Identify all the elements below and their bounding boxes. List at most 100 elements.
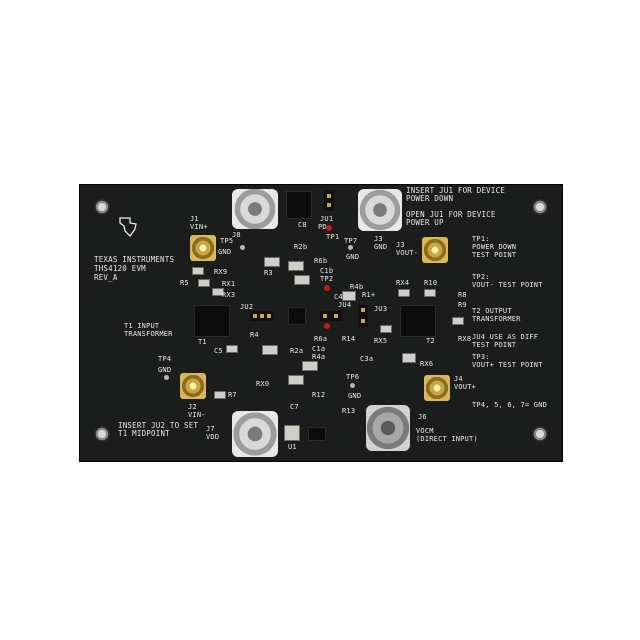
tp3-description: TP3: VOUT+ TEST POINT	[472, 353, 543, 369]
c5-label: C5	[214, 347, 223, 355]
rx4-label: RX4	[396, 279, 410, 287]
tp-gnd-note: TP4, 5, 6, 7= GND	[472, 401, 548, 409]
t1-transformer	[194, 305, 230, 337]
tp5-gnd-label: GND	[218, 248, 232, 256]
r4b-label: R4b	[350, 283, 364, 291]
rx8-label: RX8	[458, 335, 472, 343]
tp7-gnd-label: GND	[346, 253, 360, 261]
tp5-label: TP5	[220, 237, 234, 245]
ju4-description: JU4 USE AS DIFF TEST POINT	[472, 333, 539, 349]
c7-capacitor	[284, 425, 300, 441]
r4b-resistor	[342, 291, 356, 301]
tp2-test-point	[324, 285, 330, 291]
rx9-label: RX9	[214, 268, 228, 276]
tp7-label: TP7	[344, 237, 358, 245]
r2b-resistor	[288, 261, 304, 271]
open-ju1-note: OPEN JU1 FOR DEVICE POWER UP	[406, 210, 496, 227]
ju2-jumper	[250, 311, 274, 321]
c3a-label: C3a	[360, 355, 374, 363]
rx9-resistor	[192, 267, 204, 275]
j1-label: J1 VIN+	[190, 215, 208, 231]
rx1-resistor	[212, 288, 224, 296]
r13-label: R13	[342, 407, 356, 415]
tp7-test-point	[348, 245, 353, 250]
r3-resistor	[264, 257, 280, 267]
mounting-hole-top-right	[532, 199, 548, 215]
tp4-label: TP4	[158, 355, 172, 363]
c8-capacitor	[286, 191, 312, 219]
rx1-label: RX1	[222, 280, 236, 288]
r4-resistor	[262, 345, 278, 355]
tp6-label: TP6	[346, 373, 360, 381]
tp5-test-point	[240, 245, 245, 250]
r4a-resistor	[288, 375, 304, 385]
tp6-test-point	[350, 383, 355, 388]
tp1-description: TP1: POWER DOWN TEST POINT	[472, 235, 517, 259]
j2-label: J2 VIN-	[188, 403, 206, 419]
t2-label: T2	[426, 337, 435, 345]
j3-vout-label: J3 VOUT-	[396, 241, 419, 257]
r2a-label: R2a	[290, 347, 304, 355]
r3-label: R3	[264, 269, 273, 277]
u1-regulator	[308, 427, 326, 441]
tp6-gnd-label: GND	[348, 392, 362, 400]
j2-sma-connector	[180, 373, 206, 399]
mounting-hole-bottom-left	[94, 426, 110, 442]
ju4-jumper	[320, 311, 342, 321]
rx5-label: RX5	[374, 337, 388, 345]
r5-resistor	[198, 279, 210, 287]
pd-label: PD	[318, 223, 327, 231]
board-model-label: THS4120 EVM	[94, 264, 146, 273]
j6-label: J6	[418, 413, 427, 421]
insert-ju1-note: INSERT JU1 FOR DEVICE POWER DOWN	[406, 186, 506, 203]
r7-label: R7	[228, 391, 237, 399]
r7-resistor	[214, 391, 226, 399]
tp2-description: TP2: VOUT- TEST POINT	[472, 273, 543, 289]
tp1-label: TP1	[326, 233, 340, 241]
r8-label: R8	[458, 291, 467, 299]
rx4-resistor	[398, 289, 410, 297]
r5-label: R5	[180, 279, 189, 287]
j7-bnc-connector	[232, 411, 278, 457]
c7-label: C7	[290, 403, 299, 411]
c1a-label: C1a	[312, 345, 326, 353]
r1-label: R1+	[362, 291, 376, 299]
c1b-label: C1b	[320, 267, 334, 275]
tp2-label: TP2	[320, 275, 334, 283]
j6-bnc-connector	[366, 405, 410, 451]
r2b-label: R2b	[294, 243, 308, 251]
j3-sma-connector	[422, 237, 448, 263]
ju2-label: JU2	[240, 303, 254, 311]
u1-label: U1	[288, 443, 297, 451]
tp4-test-point	[164, 375, 169, 380]
r6a-label: R6a	[314, 335, 328, 343]
t2-transformer	[400, 305, 436, 337]
j7-label: J7 VDD	[206, 425, 220, 441]
r4a-label: R4a	[312, 353, 326, 361]
r6b-label: R6b	[314, 257, 328, 265]
tp1-test-point	[326, 225, 332, 231]
tp4-gnd-label: GND	[158, 366, 172, 374]
board-revision-label: REV_A	[94, 273, 118, 282]
rx6-label: RX6	[420, 360, 434, 368]
c5-capacitor	[226, 345, 238, 353]
circuit-board: TEXAS INSTRUMENTS THS4120 EVM REV_A J1 V…	[80, 185, 562, 461]
t1-input-label: T1 INPUT TRANSFORMER	[124, 322, 173, 338]
c4-label: C4	[334, 293, 343, 301]
insert-ju2-note: INSERT JU2 TO SET T1 MIDPOINT	[118, 421, 199, 438]
vocm-label: VOCM (DIRECT INPUT)	[416, 427, 478, 443]
rx3-label: RX3	[222, 291, 236, 299]
ju1-label: JU1	[320, 215, 334, 223]
ju3-label: JU3	[374, 305, 388, 313]
r9-label: R9	[458, 301, 467, 309]
r14-label: R14	[342, 335, 356, 343]
rx6-resistor	[402, 353, 416, 363]
j3-bnc-connector	[358, 189, 402, 231]
ju4-label: JU4	[338, 301, 352, 309]
t1-label: T1	[198, 338, 207, 346]
r10-label: R10	[424, 279, 438, 287]
c8-label: C8	[298, 221, 307, 229]
r4-label: R4	[250, 331, 259, 339]
rx5-resistor	[380, 325, 392, 333]
ths4120-amplifier-ic	[288, 307, 306, 325]
